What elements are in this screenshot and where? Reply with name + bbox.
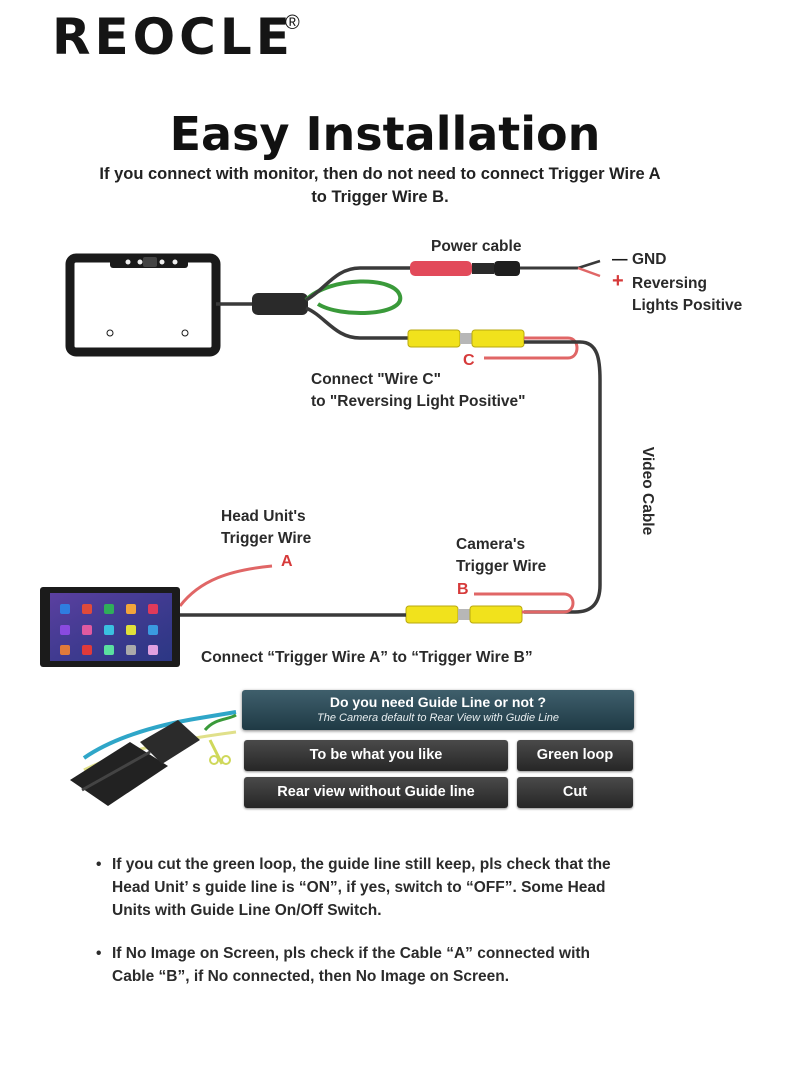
connect-ab-label: Connect “Trigger Wire A” to “Trigger Wir… — [201, 649, 533, 666]
guide-line-question: Do you need Guide Line or not ? — [329, 694, 547, 710]
note-line: If you cut the green loop, the guide lin… — [112, 856, 611, 873]
connect-c-line1: Connect "Wire C" — [311, 371, 441, 388]
head-unit-app-icons — [60, 604, 158, 655]
head-unit-label-line2: Trigger Wire — [221, 530, 312, 547]
letter-c: C — [463, 352, 475, 369]
license-plate-frame-icon — [65, 253, 221, 357]
video-cable-label: Video Cable — [639, 446, 656, 536]
note-line: Cable “B”, if No connected, then No Imag… — [112, 968, 510, 985]
green-loop — [304, 279, 403, 315]
gnd-sign: — — [612, 251, 628, 268]
bullet-dot: • — [96, 856, 102, 873]
rca-connector-top — [407, 329, 525, 348]
option-without-guide-line: Rear view without Guide line — [244, 777, 508, 808]
head-unit-label-line1: Head Unit's — [221, 508, 306, 525]
junction-box — [252, 293, 308, 315]
letter-b: B — [457, 581, 469, 598]
note-line: Units with Guide Line On/Off Switch. — [112, 902, 382, 919]
subtitle: If you connect with monitor, then do not… — [99, 165, 661, 206]
plus-sign: + — [612, 270, 624, 292]
brand-logo: REOCLE — [52, 8, 294, 66]
reversing-label-line2: Lights Positive — [632, 297, 743, 314]
rca-connector-bottom — [405, 605, 523, 624]
option-cut: Cut — [517, 777, 633, 808]
registered-mark: ® — [285, 12, 300, 34]
camera-label-line1: Camera's — [456, 536, 526, 553]
note-no-image: • If No Image on Screen, pls check if th… — [96, 942, 736, 990]
bullet-dot: • — [96, 945, 102, 962]
reversing-label-line1: Reversing — [632, 275, 707, 292]
option-with-guide-line: To be what you like — [244, 740, 508, 771]
note-line: If No Image on Screen, pls check if the … — [112, 945, 591, 962]
guide-line-subtext: The Camera default to Rear View with Gud… — [317, 712, 559, 724]
letter-a: A — [281, 553, 293, 570]
power-connector-red — [410, 261, 472, 276]
cable-closeup-icon — [70, 710, 237, 806]
page-title: Easy Installation — [169, 107, 601, 161]
note-line: Head Unit’ s guide line is “ON”, if yes,… — [112, 879, 606, 896]
gnd-label: GND — [632, 251, 667, 268]
note-green-loop: • If you cut the green loop, the guide l… — [96, 853, 736, 923]
guide-line-question-panel: Do you need Guide Line or not ? The Came… — [242, 690, 634, 730]
power-connector-black — [494, 261, 520, 276]
connect-c-line2: to "Reversing Light Positive" — [311, 393, 526, 410]
option-green-loop: Green loop — [517, 740, 633, 771]
camera-label-line2: Trigger Wire — [456, 558, 547, 575]
power-cable-label: Power cable — [431, 238, 522, 255]
